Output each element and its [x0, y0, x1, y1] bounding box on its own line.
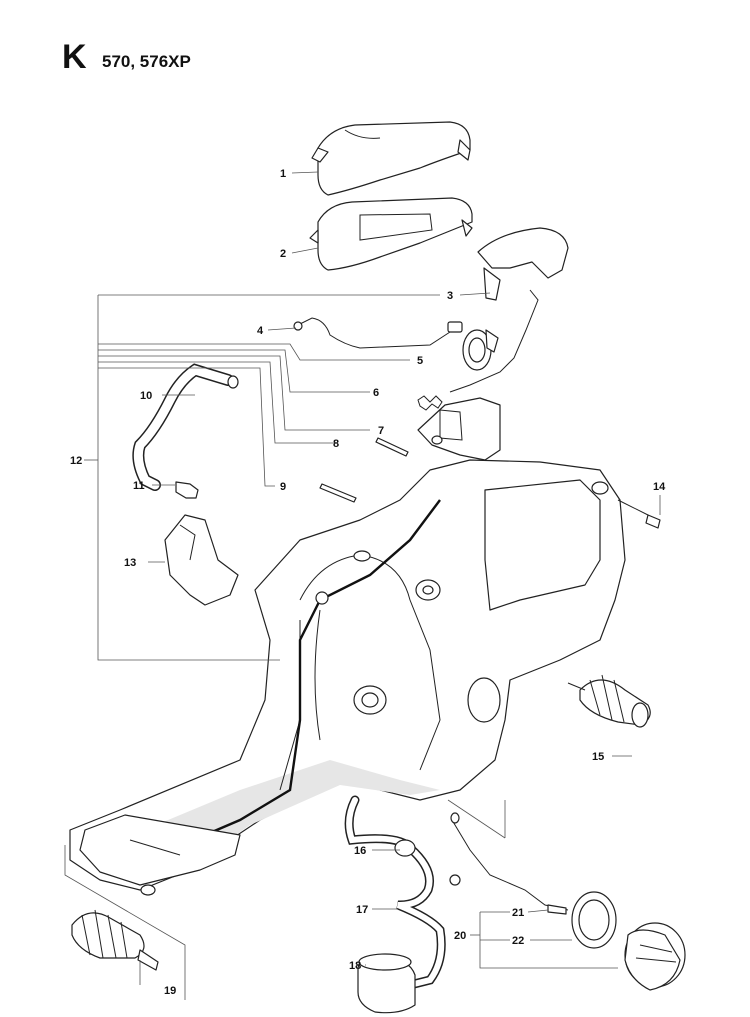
part-16-18-oil-hose	[344, 795, 446, 1014]
crankcase-body	[69, 459, 626, 896]
part-9-pin	[319, 483, 357, 503]
part-4-wire	[293, 317, 463, 349]
part-1-cover	[311, 121, 471, 196]
part-6-spring	[417, 395, 443, 411]
part-20-22-cap	[449, 812, 686, 991]
callout-12: 12	[70, 455, 82, 467]
part-15-av-spring	[567, 674, 651, 728]
callout-1: 1	[280, 168, 286, 180]
callout-17: 17	[356, 904, 368, 916]
callout-3: 3	[447, 290, 453, 302]
frame-lines	[64, 799, 506, 1000]
model-numbers: 570, 576XP	[102, 52, 191, 71]
part-2-cover	[309, 197, 473, 271]
part-5-switch	[462, 329, 499, 371]
callout-9: 9	[280, 481, 286, 493]
callout-6: 6	[373, 387, 379, 399]
callout-22: 22	[512, 935, 524, 947]
callout-16: 16	[354, 845, 366, 857]
callout-20: 20	[454, 930, 466, 942]
callout-2: 2	[280, 248, 286, 260]
part-10-hose	[132, 363, 239, 491]
callout-14: 14	[653, 481, 666, 493]
part-11-nipple	[175, 481, 199, 499]
callout-labels: 1 2 3 4 5 6 7 8 9 10 11 12 13 14 15 16 1…	[70, 168, 666, 997]
callout-21: 21	[512, 907, 524, 919]
callout-13: 13	[124, 557, 136, 569]
part-14-screw	[617, 499, 661, 529]
leader-lines	[84, 171, 661, 985]
callout-10: 10	[140, 390, 152, 402]
part-8-pin	[375, 437, 409, 457]
part-7-lockout	[417, 397, 501, 461]
callout-19: 19	[164, 985, 176, 997]
callout-5: 5	[417, 355, 423, 367]
part-3-throttle	[449, 227, 569, 393]
callout-7: 7	[378, 425, 384, 437]
callout-4: 4	[257, 325, 264, 337]
callout-11: 11	[133, 480, 145, 492]
part-19-av-spring	[71, 909, 159, 971]
callout-15: 15	[592, 751, 604, 763]
part-13-air-guide	[164, 514, 239, 606]
callout-8: 8	[333, 438, 339, 450]
section-letter: K	[62, 38, 87, 76]
callout-18: 18	[349, 960, 361, 972]
